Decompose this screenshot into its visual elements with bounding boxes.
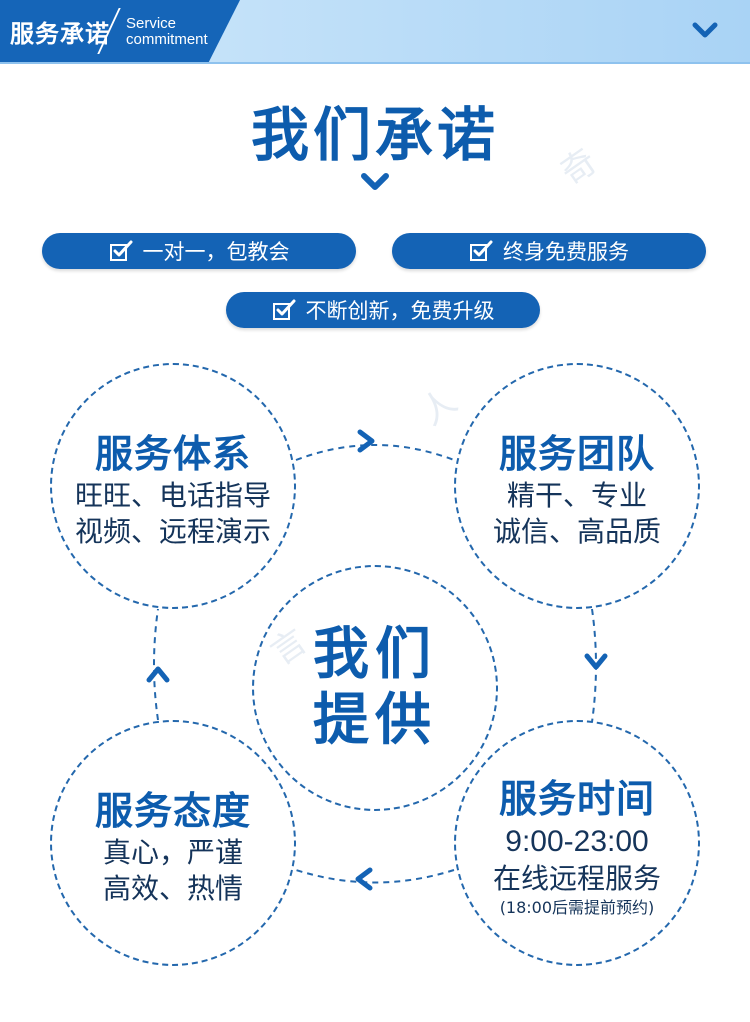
circle-note: (18:00后需提前预约) — [499, 897, 655, 917]
service-attitude-circle: 服务态度 真心，严谨 高效、热情 — [50, 720, 296, 966]
circle-heading: 服务体系 — [94, 431, 251, 476]
header-subtitle-line2: commitment — [126, 31, 208, 48]
header-subtitle-line1: Service — [126, 15, 177, 32]
header-tab — [0, 0, 240, 62]
service-hours: 9:00-23:00 — [505, 824, 649, 858]
promise-pill: 一对一，包教会 — [42, 233, 356, 269]
check-square-icon — [109, 240, 132, 261]
chevron-down-icon — [361, 173, 389, 190]
circle-heading: 服务时间 — [498, 776, 655, 821]
page-title: 我们承诺 — [250, 101, 499, 169]
header-title: 服务承诺 — [10, 20, 110, 48]
service-team-circle: 服务团队 精干、专业 诚信、高品质 — [454, 363, 700, 609]
center-circle: 我们 提供 — [252, 565, 498, 811]
check-square-icon — [470, 240, 493, 261]
promise-label: 不断创新，免费升级 — [305, 299, 495, 323]
header-subtitle: Service commitment — [126, 16, 208, 48]
promise-label: 一对一，包教会 — [142, 240, 290, 264]
circle-line: 旺旺、电话指导 — [74, 478, 271, 512]
chevron-down-icon — [692, 22, 718, 38]
service-time-circle: 服务时间 9:00-23:00 在线远程服务 (18:00后需提前预约) — [454, 720, 700, 966]
center-line: 提供 — [313, 688, 437, 753]
arrow-right-icon — [357, 429, 375, 453]
check-square-icon — [272, 299, 295, 320]
promise-pill: 终身免费服务 — [392, 233, 706, 269]
circle-line: 高效、热情 — [102, 871, 243, 905]
circle-line: 在线远程服务 — [492, 861, 661, 895]
arrow-left-icon — [355, 867, 373, 891]
header-banner: 服务承诺 Service commitment — [0, 0, 750, 64]
circle-line: 视频、远程演示 — [74, 514, 271, 548]
center-line: 我们 — [313, 622, 437, 687]
circle-heading: 服务态度 — [94, 788, 251, 833]
circle-line: 精干、专业 — [506, 478, 647, 512]
service-system-circle: 服务体系 旺旺、电话指导 视频、远程演示 — [50, 363, 296, 609]
circle-line: 诚信、高品质 — [492, 514, 661, 548]
circle-line: 真心，严谨 — [102, 835, 243, 869]
promise-label: 终身免费服务 — [503, 240, 629, 264]
watermark: 人 — [413, 381, 465, 434]
arrow-down-icon — [584, 653, 608, 670]
promise-pill: 不断创新，免费升级 — [226, 292, 540, 328]
arrow-up-icon — [146, 666, 170, 683]
circle-heading: 服务团队 — [498, 431, 655, 476]
